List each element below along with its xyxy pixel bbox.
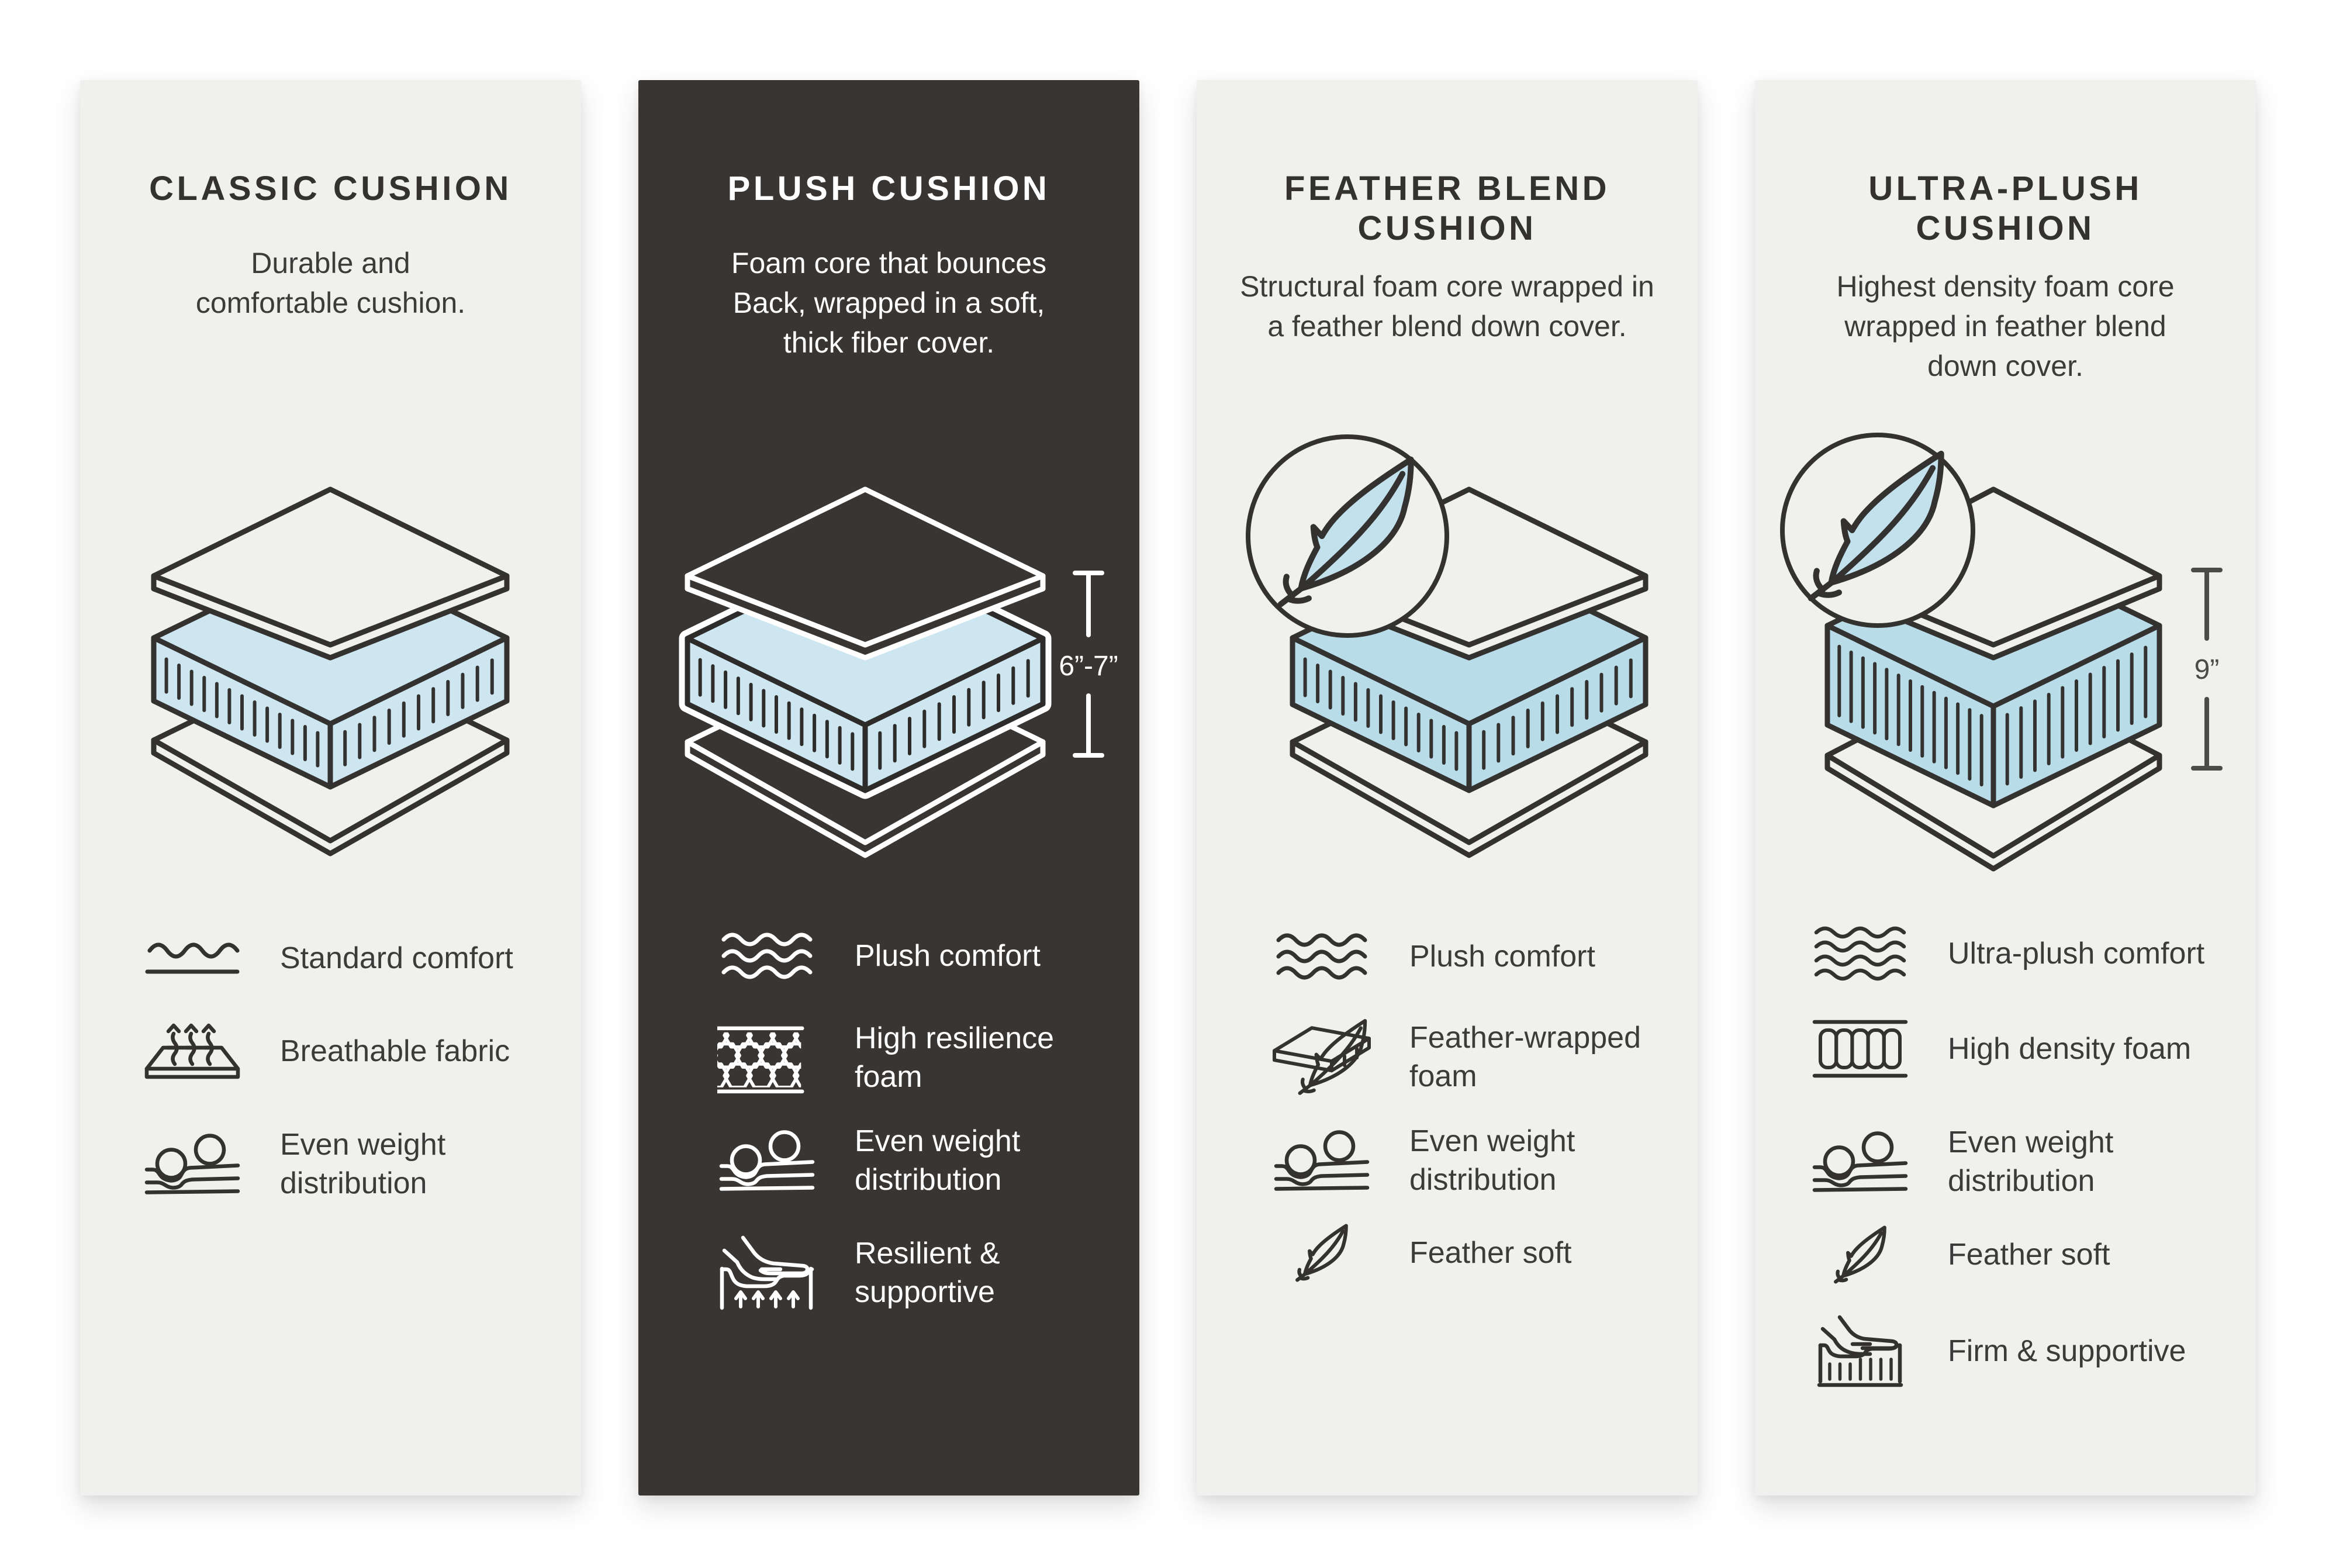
panel-description-line: Durable and bbox=[251, 247, 410, 279]
feature-label-line: distribution bbox=[855, 1163, 1002, 1197]
feature-label-line: Breathable fabric bbox=[280, 1034, 510, 1068]
feature-label: Breathable fabric bbox=[280, 1032, 510, 1070]
cushion-layers-illustration: 9” bbox=[1780, 433, 2223, 872]
panel-description-line: thick fiber cover. bbox=[783, 326, 995, 359]
even-weight-icon bbox=[717, 1111, 817, 1210]
cushion-layers-illustration: 6”-7” bbox=[679, 486, 1118, 858]
feature-label: Ultra-plush comfort bbox=[1948, 934, 2204, 973]
panel-description-line: a feather blend down cover. bbox=[1267, 310, 1627, 343]
panel-title-line: FEATHER BLEND bbox=[1284, 170, 1610, 208]
feature-label: Firm & supportive bbox=[1948, 1332, 2186, 1370]
panel-description: Highest density foam core wrapped in fea… bbox=[1755, 267, 2256, 386]
measurement-label: 9” bbox=[2195, 654, 2220, 685]
panel-description: Durable and comfortable cushion. bbox=[80, 243, 581, 323]
feather-foam-icon bbox=[1272, 1007, 1371, 1107]
panel-title: ULTRA-PLUSH CUSHION bbox=[1755, 169, 2256, 248]
feature-label-line: supportive bbox=[855, 1275, 995, 1309]
panel-title-line: ULTRA-PLUSH bbox=[1868, 170, 2142, 208]
high-density-foam-icon bbox=[1810, 999, 1910, 1099]
panel-feather-blend-cushion: FEATHER BLEND CUSHION Structural foam cor… bbox=[1197, 80, 1698, 1496]
feature-label: Standard comfort bbox=[280, 939, 513, 978]
panel-description-line: Back, wrapped in a soft, bbox=[732, 286, 1045, 319]
breathable-icon bbox=[143, 1001, 242, 1101]
panel-description: Foam core that bounces Back, wrapped in … bbox=[638, 243, 1139, 362]
feature-label: High density foam bbox=[1948, 1030, 2191, 1068]
firm-icon bbox=[1810, 1301, 1910, 1401]
panel-title-line: CUSHION bbox=[1357, 209, 1537, 247]
even-weight-icon bbox=[143, 1114, 242, 1214]
feature-label-line: Firm & supportive bbox=[1948, 1334, 2186, 1368]
recline-icon bbox=[717, 1223, 817, 1322]
panel-title: CLASSIC CUSHION bbox=[80, 169, 581, 209]
feature-label-line: Feather soft bbox=[1948, 1238, 2110, 1272]
feature-label-line: Plush comfort bbox=[1409, 940, 1595, 973]
feature-label: Plush comfort bbox=[1409, 937, 1595, 976]
feature-label-line: High resilience bbox=[855, 1021, 1055, 1055]
feature-label-line: Feather-wrapped bbox=[1409, 1021, 1641, 1055]
feature-label-line: Standard comfort bbox=[280, 941, 513, 975]
panel-description-line: Foam core that bounces bbox=[731, 247, 1047, 279]
honeycomb-icon bbox=[717, 1008, 817, 1107]
feature-label: Feather-wrapped foam bbox=[1409, 1018, 1641, 1096]
panel-plush-cushion: PLUSH CUSHION Foam core that bounces Back… bbox=[638, 80, 1139, 1496]
panel-title-line: CUSHION bbox=[1916, 209, 2095, 247]
feature-label-line: Even weight bbox=[1948, 1125, 2114, 1159]
panel-ultra-plush-cushion: ULTRA-PLUSH CUSHION Highest density foam … bbox=[1755, 80, 2256, 1496]
feature-label-line: distribution bbox=[1948, 1164, 2095, 1198]
feature-label: Even weight distribution bbox=[1409, 1122, 1575, 1199]
panel-description-line: comfortable cushion. bbox=[195, 286, 466, 319]
wave-quad-icon bbox=[1810, 904, 1910, 1003]
feature-label-line: Even weight bbox=[1409, 1124, 1575, 1158]
feature-label-line: Ultra-plush comfort bbox=[1948, 937, 2205, 970]
feature-label-line: Feather soft bbox=[1409, 1236, 1572, 1270]
wave-single-icon bbox=[143, 909, 242, 1008]
feature-label-line: Plush comfort bbox=[855, 939, 1041, 973]
feature-label-line: Even weight bbox=[280, 1128, 446, 1162]
feature-label: High resilience foam bbox=[855, 1019, 1054, 1096]
feature-label-line: Even weight bbox=[855, 1124, 1021, 1158]
even-weight-icon bbox=[1272, 1111, 1371, 1210]
panel-description-line: wrapped in feather blend bbox=[1844, 310, 2166, 343]
feather-icon bbox=[1272, 1203, 1371, 1303]
panel-classic-cushion: CLASSIC CUSHION Durable and comfortable c… bbox=[80, 80, 581, 1496]
feature-label-line: High density foam bbox=[1948, 1032, 2192, 1066]
feature-label-line: Resilient & bbox=[855, 1237, 1000, 1270]
wave-triple-icon bbox=[1272, 907, 1371, 1006]
cushion-layers-illustration bbox=[151, 486, 510, 856]
panel-title-line: PLUSH CUSHION bbox=[727, 170, 1050, 208]
panel-title-line: CLASSIC CUSHION bbox=[149, 170, 512, 208]
feature-label: Feather soft bbox=[1948, 1235, 2110, 1274]
panel-title: PLUSH CUSHION bbox=[638, 169, 1139, 209]
feature-label-line: distribution bbox=[1409, 1163, 1557, 1197]
feature-label-line: foam bbox=[1409, 1059, 1477, 1093]
feature-label: Resilient & supportive bbox=[855, 1234, 1000, 1311]
feature-label-line: foam bbox=[855, 1060, 922, 1094]
feature-label-line: distribution bbox=[280, 1166, 427, 1200]
panel-description: Structural foam core wrapped in a feathe… bbox=[1197, 267, 1698, 346]
feature-label: Plush comfort bbox=[855, 937, 1041, 975]
panel-description-line: Highest density foam core bbox=[1836, 270, 2175, 303]
panel-description-line: down cover. bbox=[1927, 350, 2083, 382]
panel-title: FEATHER BLEND CUSHION bbox=[1197, 169, 1698, 248]
panel-description-line: Structural foam core wrapped in bbox=[1240, 270, 1654, 303]
feature-label: Feather soft bbox=[1409, 1234, 1571, 1272]
feather-icon bbox=[1810, 1205, 1910, 1304]
feature-label: Even weight distribution bbox=[280, 1125, 445, 1203]
wave-triple-icon bbox=[717, 906, 817, 1006]
cushion-layers-illustration bbox=[1246, 434, 1649, 858]
feature-label: Even weight distribution bbox=[855, 1122, 1020, 1199]
measurement-label: 6”-7” bbox=[1059, 651, 1118, 682]
even-weight-icon bbox=[1810, 1112, 1910, 1211]
feature-label: Even weight distribution bbox=[1948, 1123, 2113, 1200]
